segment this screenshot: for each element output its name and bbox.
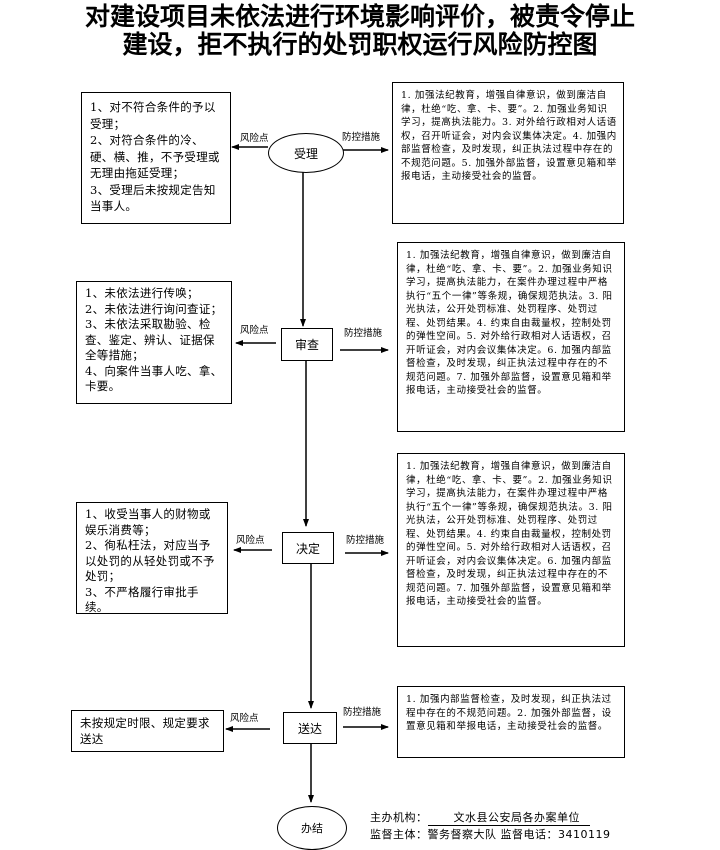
measure-label-accept: 防控措施 bbox=[342, 132, 381, 143]
phone-label: 监督电话： bbox=[500, 828, 558, 841]
footer-organizer: 主办机构：文水县公安局各办案单位 bbox=[370, 809, 590, 826]
risk-box-decision: 1、收受当事人的财物或娱乐消费等； 2、徇私枉法，对应当予以处罚的从轻处罚或不予… bbox=[76, 502, 228, 614]
organizer-label: 主办机构： bbox=[370, 811, 428, 824]
supervisor-value: 警务督察大队 bbox=[427, 828, 497, 841]
risk-box-review: 1、未依法进行传唤； 2、未依法进行询问查证； 3、未依法采取勘验、检查、鉴定、… bbox=[76, 281, 232, 404]
step-close[interactable]: 办结 bbox=[277, 806, 347, 850]
measure-box-delivery: 1. 加强内部监督检查，及时发现，纠正执法过程中存在的不规范问题。2. 加强外部… bbox=[397, 686, 625, 758]
measure-label-delivery: 防控措施 bbox=[343, 707, 382, 718]
step-accept[interactable]: 受理 bbox=[268, 133, 344, 173]
step-delivery[interactable]: 送达 bbox=[283, 712, 337, 744]
step-accept-label: 受理 bbox=[293, 146, 318, 161]
step-decision[interactable]: 决定 bbox=[282, 532, 334, 564]
risk-box-accept: 1、对不符合条件的予以受理； 2、对符合条件的冷、硬、横、推，不予受理或无理由拖… bbox=[81, 92, 231, 224]
step-decision-label: 决定 bbox=[295, 541, 320, 556]
risk-label-delivery: 风险点 bbox=[230, 713, 259, 724]
phone-value: 3410119 bbox=[558, 828, 611, 841]
measure-label-decision: 防控措施 bbox=[346, 535, 385, 546]
measure-box-decision: 1. 加强法纪教育，增强自律意识，做到廉洁自律，杜绝“吃、拿、卡、要”。2. 加… bbox=[397, 453, 625, 647]
footer-supervisor: 监督主体：警务督察大队 监督电话：3410119 bbox=[370, 826, 611, 842]
measure-box-review: 1. 加强法纪教育，增强自律意识，做到廉洁自律，杜绝“吃、拿、卡、要”。2. 加… bbox=[397, 242, 625, 432]
risk-box-delivery: 未按规定时限、规定要求送达 bbox=[71, 710, 224, 752]
measure-label-review: 防控措施 bbox=[344, 328, 383, 339]
risk-label-review: 风险点 bbox=[240, 325, 269, 336]
step-close-label: 办结 bbox=[301, 822, 323, 835]
diagram-title-line-2: 建设，拒不执行的处罚职权运行风险防控图 bbox=[122, 30, 598, 59]
risk-label-accept: 风险点 bbox=[240, 133, 269, 144]
measure-box-accept: 1. 加强法纪教育，增强自律意识，做到廉洁自律，杜绝“吃、拿、卡、要”。2. 加… bbox=[392, 82, 624, 224]
diagram-title-line-1: 对建设项目未依法进行环境影响评价，被责令停止 bbox=[84, 2, 635, 31]
supervisor-label: 监督主体： bbox=[370, 828, 428, 841]
step-review[interactable]: 审查 bbox=[281, 328, 333, 361]
step-review-label: 审查 bbox=[294, 338, 319, 352]
organizer-value: 文水县公安局各办案单位 bbox=[427, 809, 590, 826]
risk-label-decision: 风险点 bbox=[236, 535, 265, 546]
step-delivery-label: 送达 bbox=[297, 721, 322, 736]
